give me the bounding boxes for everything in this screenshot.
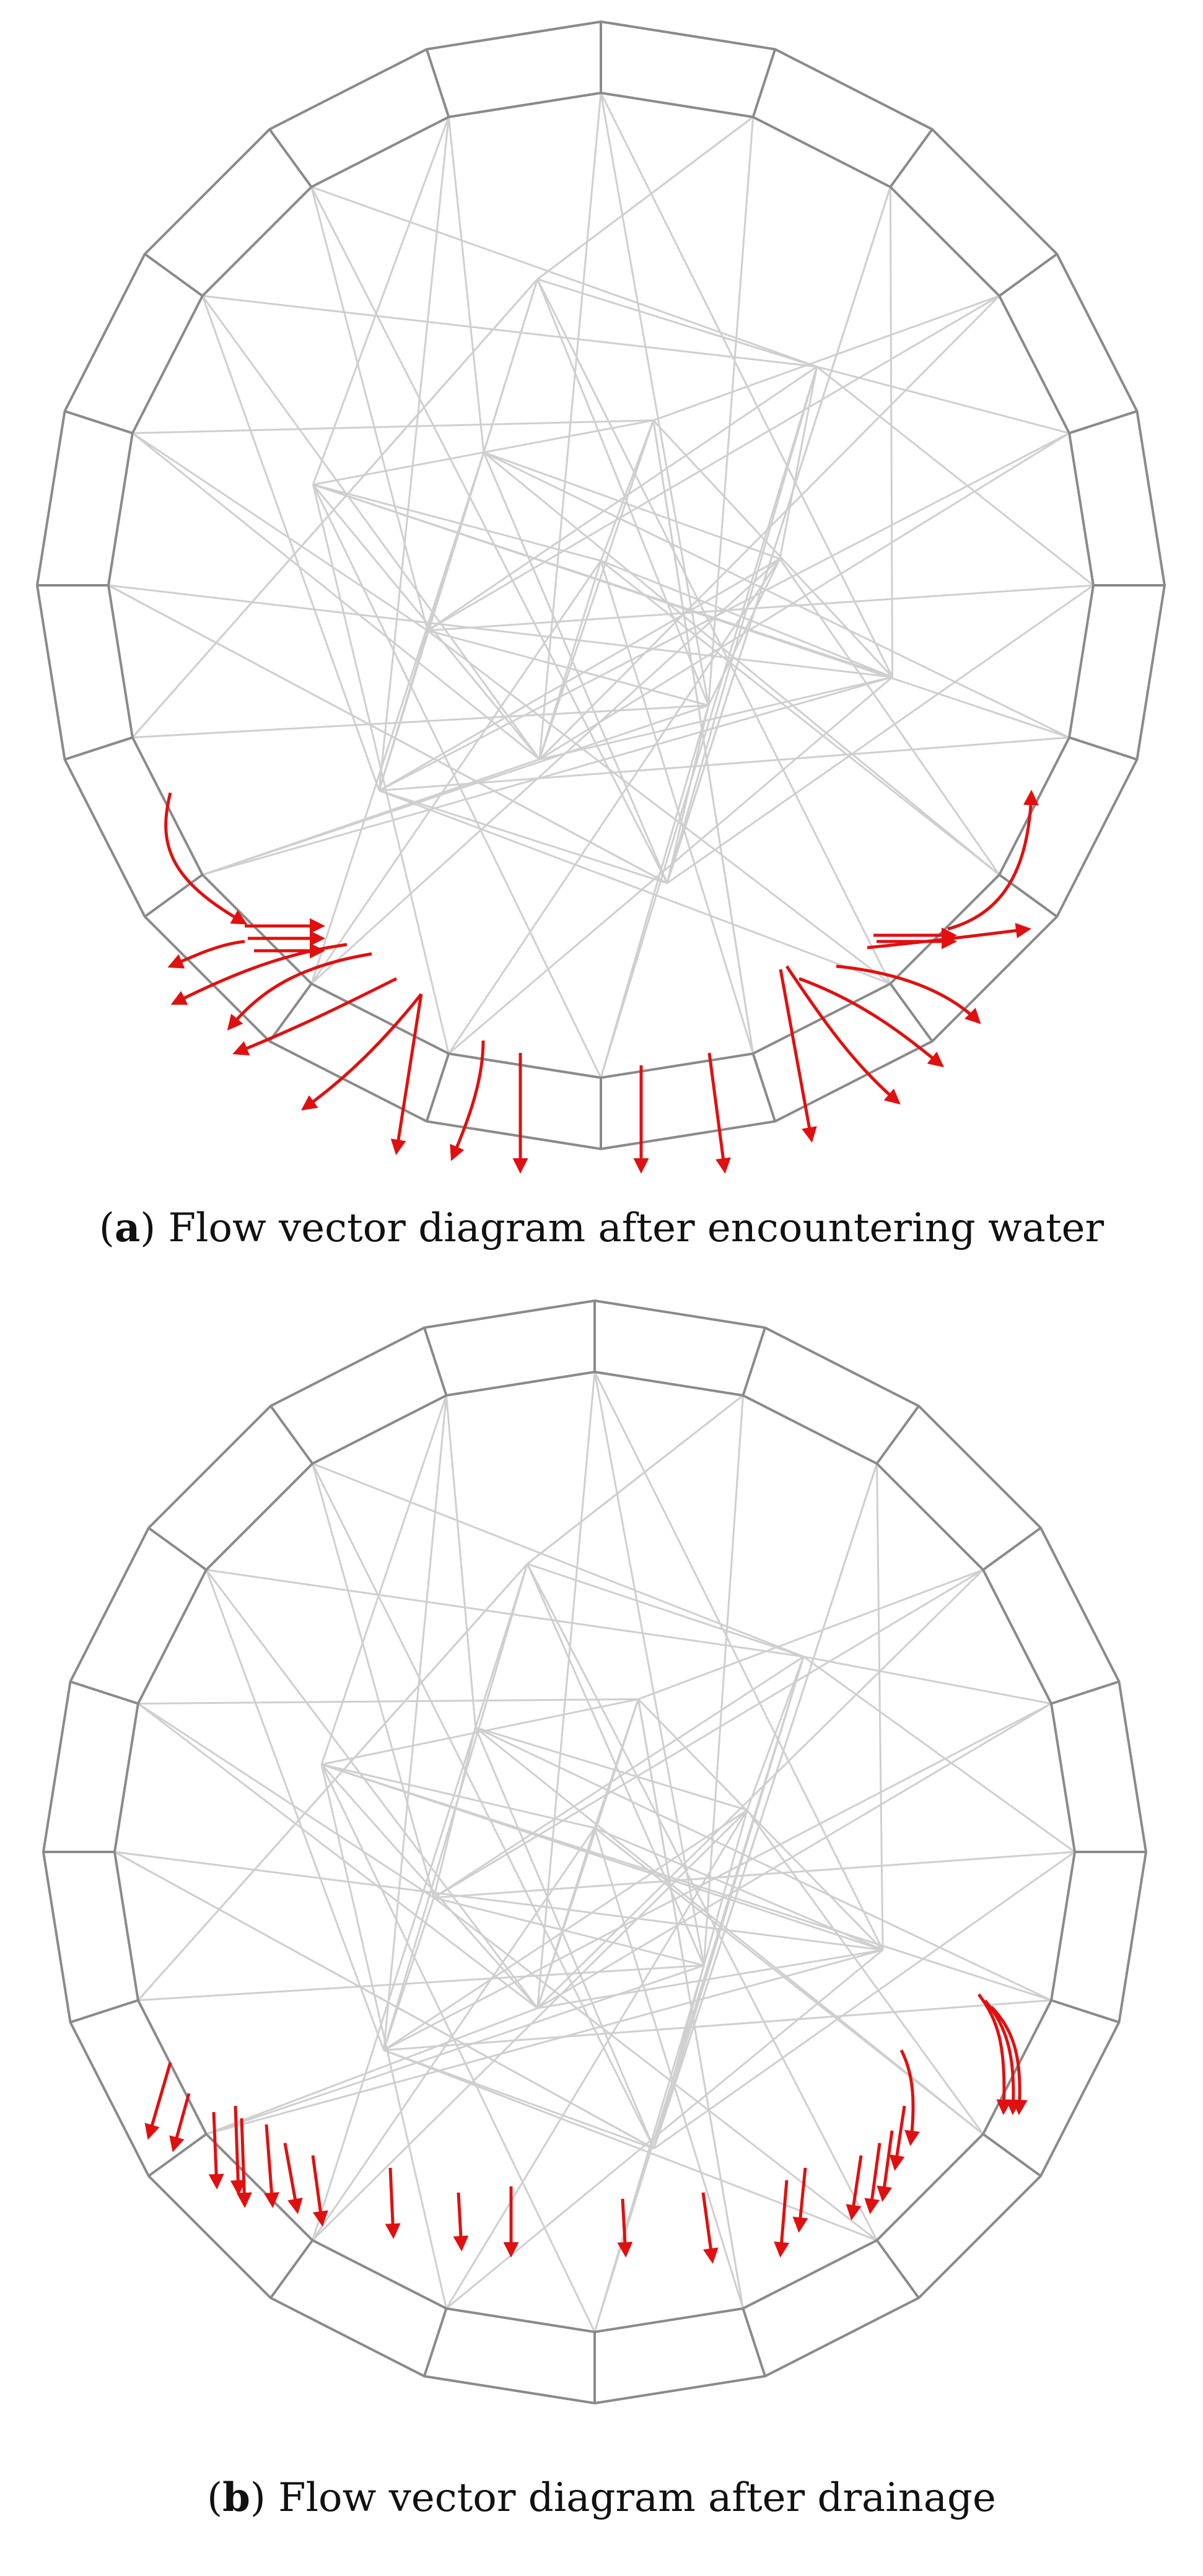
flow-vector bbox=[779, 969, 817, 1143]
caption-b-text: Flow vector diagram after drainage bbox=[278, 2475, 996, 2521]
flow-vector bbox=[167, 940, 245, 969]
flow-vector bbox=[300, 993, 422, 1111]
caption-b-label: b bbox=[222, 2474, 250, 2521]
flow-vector bbox=[617, 2198, 633, 2258]
flow-vector bbox=[236, 2118, 252, 2208]
flow-vector bbox=[774, 2180, 790, 2258]
caption-a-text: Flow vector diagram after encountering w… bbox=[168, 1205, 1105, 1251]
flow-vectors bbox=[164, 790, 1039, 1174]
flow-vector bbox=[385, 2167, 401, 2239]
flow-vector bbox=[283, 2142, 303, 2214]
caption-a: (a) Flow vector diagram after encounteri… bbox=[98, 1205, 1105, 1251]
flow-vector bbox=[164, 792, 248, 925]
flow-vector bbox=[785, 965, 901, 1105]
flow-vector bbox=[230, 2105, 246, 2196]
flow-vector bbox=[208, 2111, 224, 2190]
panel-a bbox=[0, 0, 1203, 1220]
caption-a-label: a bbox=[114, 1205, 141, 1251]
flow-vector bbox=[264, 2124, 279, 2208]
flow-vector bbox=[846, 2155, 863, 2220]
flow-vector bbox=[877, 2130, 894, 2202]
flow-vector bbox=[990, 2006, 1028, 2115]
flow-vector bbox=[232, 977, 398, 1056]
flow-vector bbox=[977, 1993, 1012, 2115]
flow-diagram-a bbox=[35, 20, 1166, 1174]
flow-vector bbox=[390, 993, 423, 1155]
flow-vector bbox=[792, 2167, 808, 2233]
flow-vector bbox=[899, 2049, 920, 2146]
inner-mesh bbox=[114, 1371, 1075, 2333]
flow-vector bbox=[311, 2155, 328, 2227]
panel-b bbox=[0, 1288, 1203, 2576]
flow-vector bbox=[947, 790, 1039, 931]
flow-vector bbox=[450, 1040, 485, 1161]
inner-mesh bbox=[108, 92, 1094, 1078]
flow-vectors bbox=[144, 1993, 1028, 2264]
flow-vector bbox=[453, 2192, 469, 2251]
flow-vector bbox=[169, 2093, 191, 2152]
flow-vector bbox=[701, 2192, 719, 2264]
flow-vector bbox=[170, 943, 348, 1005]
flow-vector bbox=[864, 2142, 881, 2214]
flow-vector bbox=[227, 952, 372, 1031]
flow-diagram-b bbox=[42, 1299, 1148, 2405]
flow-vector bbox=[798, 977, 944, 1068]
outer-ring bbox=[35, 20, 1166, 1151]
flow-vector bbox=[707, 1052, 731, 1174]
flow-vector bbox=[144, 2062, 172, 2140]
outer-ring bbox=[42, 1299, 1148, 2405]
flow-vector bbox=[867, 923, 1031, 950]
caption-b: (b) Flow vector diagram after drainage bbox=[207, 2474, 996, 2521]
flow-vector bbox=[836, 964, 981, 1024]
flow-vector bbox=[889, 2105, 906, 2171]
